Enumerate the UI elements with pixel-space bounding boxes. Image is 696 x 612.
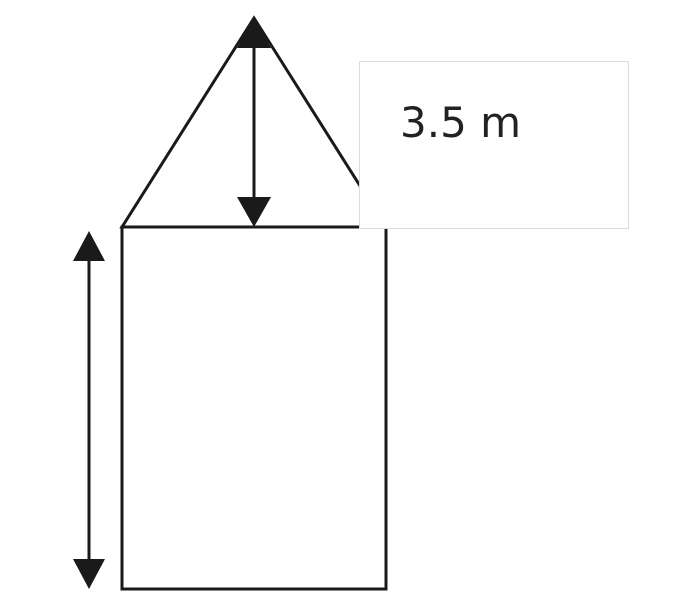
rectangle-height-arrow [73,231,105,589]
rectangle-body [120,225,388,591]
triangle-height-arrow-bottom [237,197,271,227]
measurement-label-box: 3.5 m [359,61,629,229]
rectangle-height-arrow-bottom [73,559,105,589]
measurement-label: 3.5 m [400,98,522,147]
triangle-height-arrow [237,18,271,227]
rectangle-height-arrow-top [73,231,105,261]
triangle-height-arrow-top [237,18,271,48]
